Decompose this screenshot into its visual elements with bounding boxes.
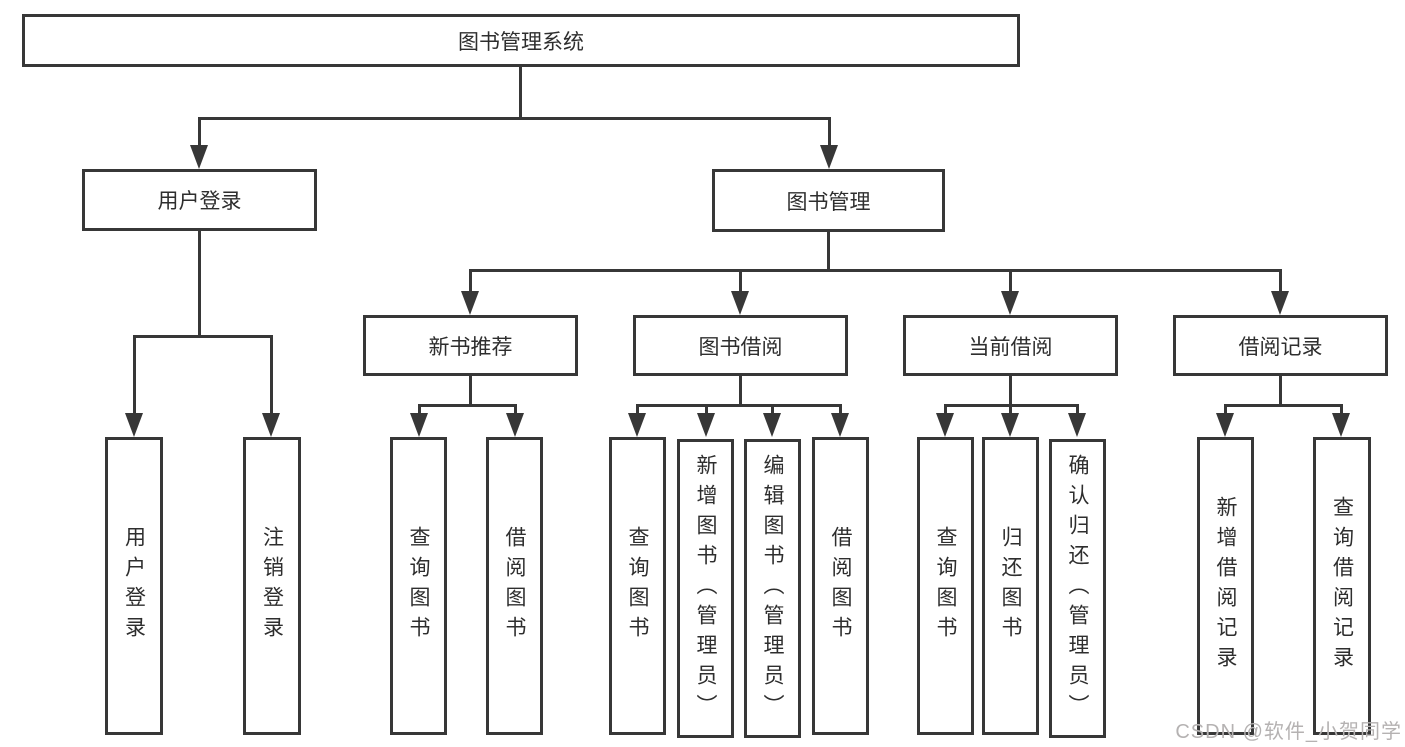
arrowhead-borrow-book-2 xyxy=(831,413,849,437)
arrowhead-book-management xyxy=(820,145,838,169)
node-label: 图书管理系统 xyxy=(458,30,584,54)
node-current-borrowing: 当前借阅 xyxy=(903,315,1118,376)
arrowhead-query-book-1 xyxy=(410,413,428,437)
connector-to-user-login-leaf xyxy=(133,335,136,417)
connector-to-logout-leaf xyxy=(270,335,273,417)
connector-to-query-book-1 xyxy=(418,404,421,418)
connector-to-query-record xyxy=(1340,404,1343,418)
node-new-book-recommend: 新书推荐 xyxy=(363,315,578,376)
node-leaf-logout: 注销登录 xyxy=(243,437,301,735)
connector-root-hbar xyxy=(198,117,831,120)
node-user-login: 用户登录 xyxy=(82,169,317,231)
node-leaf-query-book-1: 查询图书 xyxy=(390,437,447,735)
arrowhead-new-book xyxy=(461,291,479,315)
node-leaf-user-login: 用户登录 xyxy=(105,437,163,735)
arrowhead-user-login xyxy=(190,145,208,169)
node-leaf-query-borrow-record: 查询借阅记录 xyxy=(1313,437,1371,735)
node-label: 用户登录 xyxy=(122,526,146,646)
node-leaf-edit-book-admin: 编辑图书（管理员） xyxy=(744,439,801,738)
connector-to-user-login xyxy=(198,117,201,150)
node-label: 注销登录 xyxy=(260,526,284,646)
connector-book-management-stem xyxy=(827,232,830,270)
node-leaf-confirm-return-admin: 确认归还（管理员） xyxy=(1049,439,1106,738)
arrowhead-borrow-record xyxy=(1271,291,1289,315)
arrowhead-logout-leaf xyxy=(262,413,280,437)
node-leaf-query-book-2: 查询图书 xyxy=(609,437,666,735)
connector-to-add-book xyxy=(705,404,708,418)
arrowhead-add-book xyxy=(697,413,715,437)
connector-borrow-record-stem xyxy=(1279,376,1282,406)
connector-user-login-stem xyxy=(198,231,201,336)
connector-root-stem xyxy=(519,66,522,118)
node-book-management: 图书管理 xyxy=(712,169,945,232)
node-label: 确认归还（管理员） xyxy=(1066,453,1089,724)
connector-to-borrow-book-2 xyxy=(839,404,842,418)
node-label: 图书管理 xyxy=(786,190,871,214)
node-label: 查询图书 xyxy=(626,526,649,646)
arrowhead-book-borrow xyxy=(731,291,749,315)
node-leaf-query-book-3: 查询图书 xyxy=(917,437,974,735)
connector-to-query-book-2 xyxy=(636,404,639,418)
connector-level3-hbar xyxy=(469,269,1280,272)
node-label: 新书推荐 xyxy=(428,335,513,359)
connector-to-borrow-book-1 xyxy=(514,404,517,418)
node-label: 查询图书 xyxy=(934,526,957,646)
arrowhead-user-login-leaf xyxy=(125,413,143,437)
arrowhead-confirm-return xyxy=(1068,413,1086,437)
arrowhead-query-book-2 xyxy=(628,413,646,437)
node-leaf-add-borrow-record: 新增借阅记录 xyxy=(1197,437,1254,735)
node-library-management-system: 图书管理系统 xyxy=(22,14,1020,67)
node-label: 查询图书 xyxy=(407,526,430,646)
arrowhead-query-book-3 xyxy=(936,413,954,437)
node-label: 新增图书（管理员） xyxy=(694,453,717,724)
node-label: 查询借阅记录 xyxy=(1330,496,1354,676)
node-leaf-borrow-book-2: 借阅图书 xyxy=(812,437,869,735)
node-label: 当前借阅 xyxy=(968,335,1053,359)
csdn-watermark: CSDN @软件_小贺同学 xyxy=(1175,721,1402,743)
arrowhead-add-record xyxy=(1216,413,1234,437)
connector-to-book-management xyxy=(828,117,831,150)
node-leaf-return-book: 归还图书 xyxy=(982,437,1039,735)
arrowhead-borrow-book-1 xyxy=(506,413,524,437)
arrowhead-return-book xyxy=(1001,413,1019,437)
connector-to-new-book xyxy=(469,269,472,294)
connector-to-add-record xyxy=(1224,404,1227,418)
arrowhead-edit-book xyxy=(763,413,781,437)
arrowhead-current-borrow xyxy=(1001,291,1019,315)
connector-book-borrow-hbar xyxy=(636,404,842,407)
connector-to-return-book xyxy=(1009,404,1012,418)
connector-borrow-record-hbar xyxy=(1224,404,1343,407)
connector-to-query-book-3 xyxy=(944,404,947,418)
connector-current-borrow-stem xyxy=(1009,376,1012,406)
arrowhead-query-record xyxy=(1332,413,1350,437)
node-label: 借阅图书 xyxy=(503,526,526,646)
connector-new-book-hbar xyxy=(418,404,517,407)
node-label: 编辑图书（管理员） xyxy=(761,453,784,724)
connector-to-edit-book xyxy=(771,404,774,418)
connector-book-borrow-stem xyxy=(739,376,742,406)
node-book-borrowing: 图书借阅 xyxy=(633,315,848,376)
node-label: 归还图书 xyxy=(999,526,1022,646)
node-leaf-add-book-admin: 新增图书（管理员） xyxy=(677,439,734,738)
node-label: 借阅记录 xyxy=(1238,335,1323,359)
node-leaf-borrow-book-1: 借阅图书 xyxy=(486,437,543,735)
node-label: 用户登录 xyxy=(157,190,242,213)
node-label: 图书借阅 xyxy=(698,335,783,359)
node-borrowing-records: 借阅记录 xyxy=(1173,315,1388,376)
node-label: 借阅图书 xyxy=(829,526,852,646)
connector-user-login-hbar xyxy=(133,335,272,338)
connector-to-confirm-return xyxy=(1076,404,1079,418)
connector-to-current-borrow xyxy=(1009,269,1012,294)
connector-to-borrow-record xyxy=(1279,269,1282,294)
node-label: 新增借阅记录 xyxy=(1214,496,1237,676)
connector-new-book-stem xyxy=(469,376,472,406)
connector-to-book-borrow xyxy=(739,269,742,294)
